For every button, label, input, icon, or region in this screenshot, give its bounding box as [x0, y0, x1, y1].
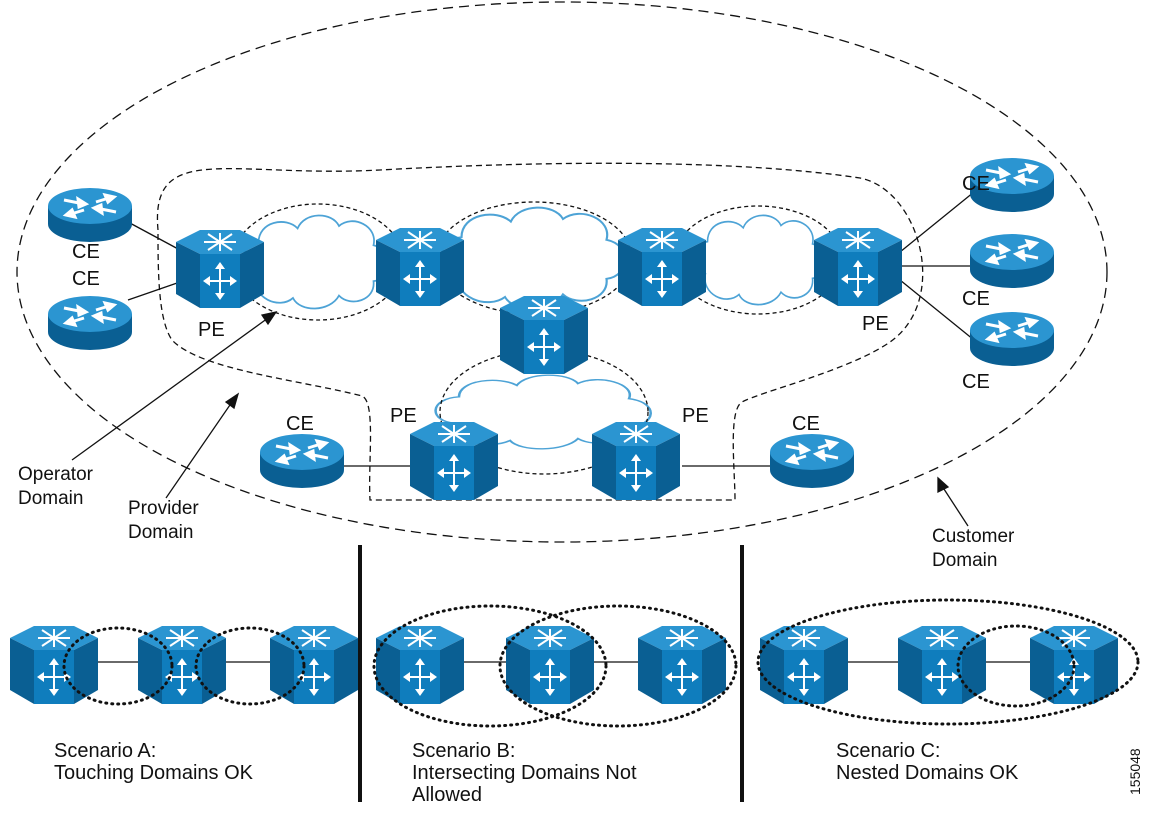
ce-label-left-top: CE: [72, 241, 100, 263]
pe-switch-left: [175, 229, 265, 309]
pe-switch-bottom-left: [409, 421, 499, 501]
core-switch-center: [499, 295, 589, 375]
provider-domain-outline: [156, 162, 924, 501]
ce-router-bottom-left: [258, 432, 346, 490]
core-switch-1: [375, 227, 465, 307]
operator-domain-label: Operator Domain: [18, 464, 98, 509]
pe-switch-bottom-right: [591, 421, 681, 501]
pe-label-right: PE: [862, 313, 889, 335]
ce-label-right-top: CE: [962, 173, 990, 195]
scenario-a-line-1: Touching Domains OK: [54, 762, 253, 784]
customer-domain-label: Customer Domain: [932, 526, 1020, 571]
core-switch-2: [617, 227, 707, 307]
scenario-a-caption: Scenario A: Touching Domains OK: [54, 740, 253, 784]
ce-router-right-mid: [968, 232, 1056, 290]
ce-label-bottom-left: CE: [286, 413, 314, 435]
ce-label-right-mid: CE: [962, 288, 990, 310]
operator-domain-4-outline: [439, 349, 649, 475]
ce-label-left-bottom: CE: [72, 268, 100, 290]
operator-cloud-3: [692, 214, 827, 306]
ce-label-right-bottom: CE: [962, 371, 990, 393]
scenario-a-title: Scenario A:: [54, 740, 157, 762]
ce-label-bottom-right: CE: [792, 413, 820, 435]
operator-cloud-1: [241, 214, 390, 310]
scenario-c-caption: Scenario C: Nested Domains OK: [836, 740, 1018, 784]
provider-domain-label: Provider Domain: [128, 498, 204, 543]
scenario-b-graphic: [372, 604, 738, 728]
scenario-c-line-1: Nested Domains OK: [836, 762, 1019, 784]
scenario-b-caption: Scenario B: Intersecting Domains Not All…: [412, 740, 637, 806]
ce-router-left-top: [46, 186, 134, 244]
ce-router-left-bottom: [46, 294, 134, 352]
scenario-c-title: Scenario C:: [836, 740, 941, 762]
ce-router-right-bottom: [968, 310, 1056, 368]
scenario-b-line-2: Allowed: [412, 784, 483, 806]
pe-label-bottom-right: PE: [682, 405, 709, 427]
operator-cloud-2: [440, 206, 627, 310]
scenario-a-graphic: [9, 625, 359, 706]
scenario-b-line-1: Intersecting Domains Not: [412, 762, 637, 784]
pe-label-bottom-left: PE: [390, 405, 417, 427]
pe-label-left: PE: [198, 319, 225, 341]
pe-switch-right: [813, 227, 903, 307]
ce-router-bottom-right: [768, 432, 856, 490]
figure-id: 155048: [1127, 748, 1143, 795]
scenario-c-graphic: [756, 598, 1140, 726]
scenario-b-title: Scenario B:: [412, 740, 516, 762]
customer-domain-outline: [16, 1, 1108, 543]
